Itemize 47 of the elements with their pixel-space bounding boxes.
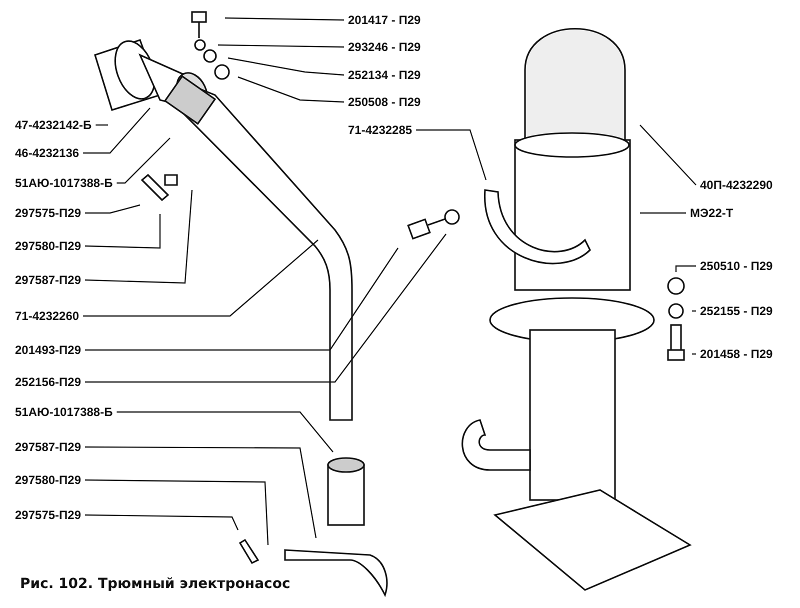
- leader-line: [96, 124, 108, 126]
- part-number: 252155 - П29: [700, 303, 773, 319]
- part-number: 250508 - П29: [348, 94, 421, 110]
- part-number: 252156-П29: [15, 374, 82, 390]
- part-number: 297575-П29: [15, 507, 82, 523]
- leader-line: [85, 214, 161, 249]
- leader-line: [116, 138, 170, 184]
- part-number: 71-4232285: [348, 122, 412, 138]
- part-number: 252134 - П29: [348, 67, 421, 83]
- part-number: 51АЮ-1017388-Б: [15, 404, 113, 420]
- leader-line: [85, 248, 398, 351]
- figure-caption: Рис. 102. Трюмный электронасос: [20, 576, 290, 592]
- leader-line: [85, 514, 239, 530]
- leader-line: [218, 44, 344, 48]
- leader-line: [85, 190, 193, 284]
- leader-line: [692, 310, 696, 312]
- part-number: 293246 - П29: [348, 39, 421, 55]
- leader-line: [85, 446, 317, 538]
- part-number: 201458 - П29: [700, 346, 773, 362]
- part-number: 297580-П29: [15, 238, 82, 254]
- leader-line: [85, 234, 446, 383]
- part-number: 297587-П29: [15, 439, 82, 455]
- leader-line: [85, 479, 269, 546]
- part-number: 297575-П29: [15, 205, 82, 221]
- leader-line: [224, 17, 344, 21]
- leader-line: [675, 265, 696, 272]
- part-number: 201493-П29: [15, 342, 82, 358]
- part-number: 51АЮ-1017388-Б: [15, 175, 113, 191]
- part-number: 46-4232136: [15, 145, 80, 161]
- part-number: 40П-4232290: [700, 177, 773, 193]
- part-number: 71-4232260: [15, 308, 80, 324]
- leader-line: [416, 129, 487, 180]
- leader-line: [238, 76, 344, 103]
- part-number: 201417 - П29: [348, 12, 421, 28]
- part-number: 250510 - П29: [700, 258, 773, 274]
- leader-line: [228, 57, 344, 76]
- part-number: МЭ22-Т: [690, 205, 734, 221]
- leader-line: [640, 124, 696, 186]
- leader-line: [83, 108, 150, 154]
- leader-line: [83, 240, 318, 317]
- part-number: 47-4232142-Б: [15, 117, 92, 133]
- leader-line: [116, 411, 334, 452]
- leader-line: [85, 204, 140, 214]
- leader-line: [640, 212, 686, 214]
- leader-line: [692, 353, 696, 355]
- part-number: 297587-П29: [15, 272, 82, 288]
- part-number: 297580-П29: [15, 472, 82, 488]
